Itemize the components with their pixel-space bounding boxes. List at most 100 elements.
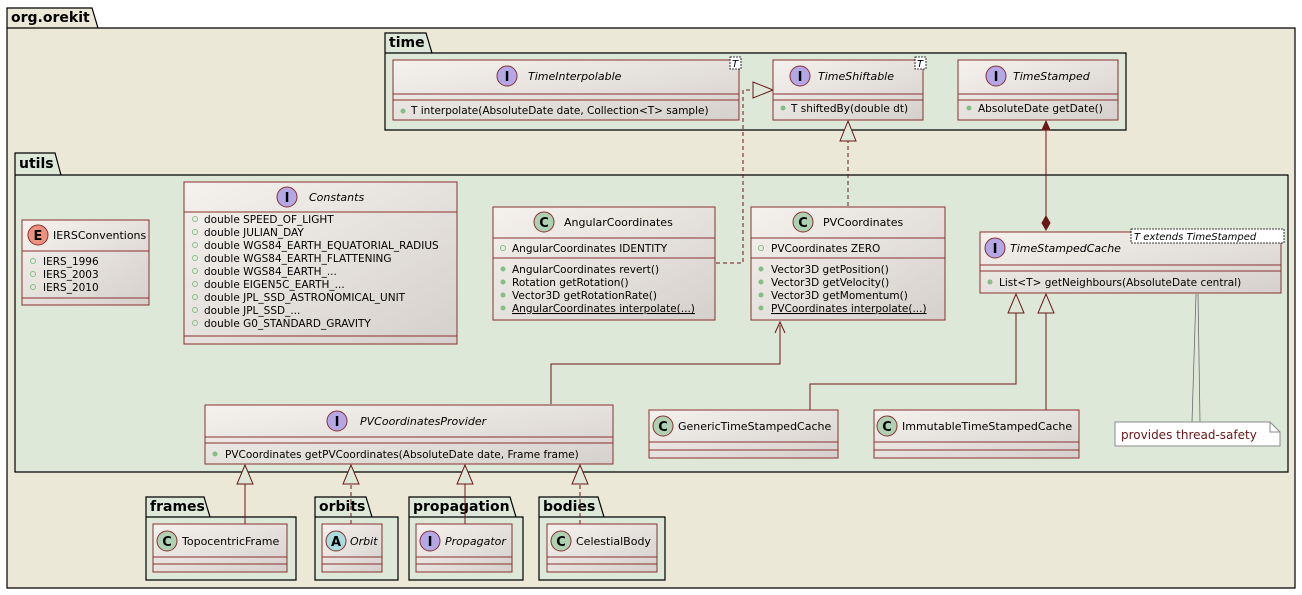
class-celestialbody: C CelestialBody [546, 523, 658, 573]
class-name: Propagator [445, 535, 507, 548]
constant-field: double SPEED_OF_LIGHT [204, 214, 334, 226]
class-circle-icon [156, 530, 178, 552]
class-timestampedcache: I TimeStampedCache T extends TimeStamped… [979, 228, 1285, 294]
class-pvcoordinates: C PVCoordinates PVCoordinates ZERO Vecto… [750, 206, 946, 321]
class-letter: C [162, 535, 172, 550]
interface-letter: I [798, 70, 803, 85]
member-visibility-icon [192, 294, 198, 300]
class-member: PVCoordinates getPVCoordinates(AbsoluteD… [225, 449, 579, 461]
class-circle-icon [792, 211, 814, 233]
generalization-arrowhead [1007, 292, 1025, 314]
note-thread-safety: provides thread-safety [1114, 421, 1281, 447]
class-field: AngularCoordinates IDENTITY [512, 243, 668, 255]
class-name: PVCoordinatesProvider [360, 415, 488, 428]
class-name: CelestialBody [576, 535, 651, 548]
association-provider-pvcoordinates [550, 325, 781, 404]
class-name: Orbit [350, 535, 378, 548]
realization-arrowhead [752, 81, 775, 99]
realization-arrowhead [571, 463, 589, 485]
class-name: TimeInterpolable [528, 70, 622, 83]
member-visibility-icon [192, 255, 198, 261]
interface-circle-icon [985, 65, 1007, 87]
interface-letter: I [428, 535, 433, 550]
class-letter: C [539, 216, 549, 231]
class-method: AngularCoordinates revert() [512, 264, 659, 276]
class-member: T shiftedBy(double dt) [790, 103, 908, 115]
class-letter: C [556, 535, 566, 550]
interface-letter: I [285, 191, 290, 206]
member-visibility-icon [192, 307, 198, 313]
package-label-orbits: orbits [319, 499, 365, 515]
constant-field: double EIGEN5C_EARTH_... [204, 279, 345, 291]
class-method: Vector3D getMomentum() [771, 290, 908, 302]
class-method: PVCoordinates interpolate(...) [771, 303, 927, 315]
interface-circle-icon [984, 237, 1006, 259]
class-name: TimeStampedCache [1010, 242, 1121, 255]
class-name: TopocentricFrame [181, 535, 280, 548]
enum-letter: E [34, 229, 43, 244]
class-name: TimeStamped [1013, 70, 1091, 83]
enum-value: IERS_2010 [43, 282, 99, 294]
class-circle-icon [652, 415, 674, 437]
generic-param: T extends TimeStamped [1134, 232, 1257, 243]
class-iersconventions: E IERSConventions IERS_1996 IERS_2003 IE… [21, 219, 150, 306]
class-name: AngularCoordinates [564, 216, 673, 229]
interface-letter: I [505, 70, 510, 85]
member-visibility-icon [192, 320, 198, 326]
generalization-arrowhead [1037, 292, 1055, 314]
class-name: IERSConventions [53, 229, 147, 242]
generalization-generic-cache [809, 313, 1017, 410]
note-text: provides thread-safety [1121, 428, 1257, 442]
abstract-letter: A [331, 535, 341, 550]
enum-circle-icon [27, 224, 49, 246]
relationships: PVCoordinates --> [236, 81, 1201, 524]
class-member: AbsoluteDate getDate() [978, 103, 1103, 115]
class-letter: C [658, 420, 668, 435]
class-method: AngularCoordinates interpolate(...) [512, 303, 695, 315]
constant-field: double JPL_SSD_ASTRONOMICAL_UNIT [204, 292, 406, 304]
class-timestamped: I TimeStamped AbsoluteDate getDate() [957, 59, 1119, 121]
member-visibility-icon [192, 216, 198, 222]
package-label-utils: utils [19, 156, 54, 172]
constant-field: double JPL_SSD_... [204, 305, 300, 317]
enum-value: IERS_2003 [43, 269, 99, 281]
package-label-root: org.orekit [11, 10, 90, 26]
class-name: GenericTimeStampedCache [678, 420, 832, 433]
package-label-time: time [389, 35, 425, 51]
interface-letter: I [994, 70, 999, 85]
class-name: TimeShiftable [818, 70, 894, 83]
realization-arrowhead [342, 463, 360, 485]
class-member: List<T> getNeighbours(AbsoluteDate centr… [999, 277, 1241, 289]
class-pvcoordinatesprovider: I PVCoordinatesProvider PVCoordinates ge… [204, 404, 614, 465]
realization-angularcoordinates-timeshiftable [716, 89, 753, 264]
class-name: ImmutableTimeStampedCache [902, 420, 1072, 433]
class-member: T interpolate(AbsoluteDate date, Collect… [410, 105, 709, 117]
interface-circle-icon [326, 410, 348, 432]
member-visibility-icon [192, 281, 198, 287]
class-constants: I Constants double SPEED_OF_LIGHTdouble … [183, 181, 458, 345]
class-orbit: A Orbit [321, 523, 383, 573]
constant-field: double G0_STANDARD_GRAVITY [204, 318, 371, 330]
constant-field: double WGS84_EARTH_... [204, 266, 337, 278]
class-letter: C [798, 216, 808, 231]
class-name: Constants [309, 191, 364, 204]
note-connector [1191, 293, 1201, 423]
class-circle-icon [876, 415, 898, 437]
class-field: PVCoordinates ZERO [771, 243, 880, 255]
class-timeinterpolable: I TimeInterpolable T T interpolate(Absol… [392, 56, 742, 121]
interface-circle-icon [496, 65, 518, 87]
generic-param: T [917, 59, 924, 70]
class-method: Vector3D getVelocity() [771, 277, 889, 289]
generic-param: T [732, 59, 739, 70]
enum-value: IERS_1996 [43, 256, 99, 268]
member-visibility-icon [192, 268, 198, 274]
generalization-arrowhead [236, 463, 254, 485]
class-generictimestampedcache: C GenericTimeStampedCache [648, 409, 839, 459]
member-visibility-icon [192, 229, 198, 235]
interface-letter: I [335, 415, 340, 430]
realization-arrowhead [839, 119, 857, 142]
abstract-circle-icon [325, 530, 347, 552]
class-name: PVCoordinates [823, 216, 903, 229]
class-method: Vector3D getPosition() [771, 264, 889, 276]
